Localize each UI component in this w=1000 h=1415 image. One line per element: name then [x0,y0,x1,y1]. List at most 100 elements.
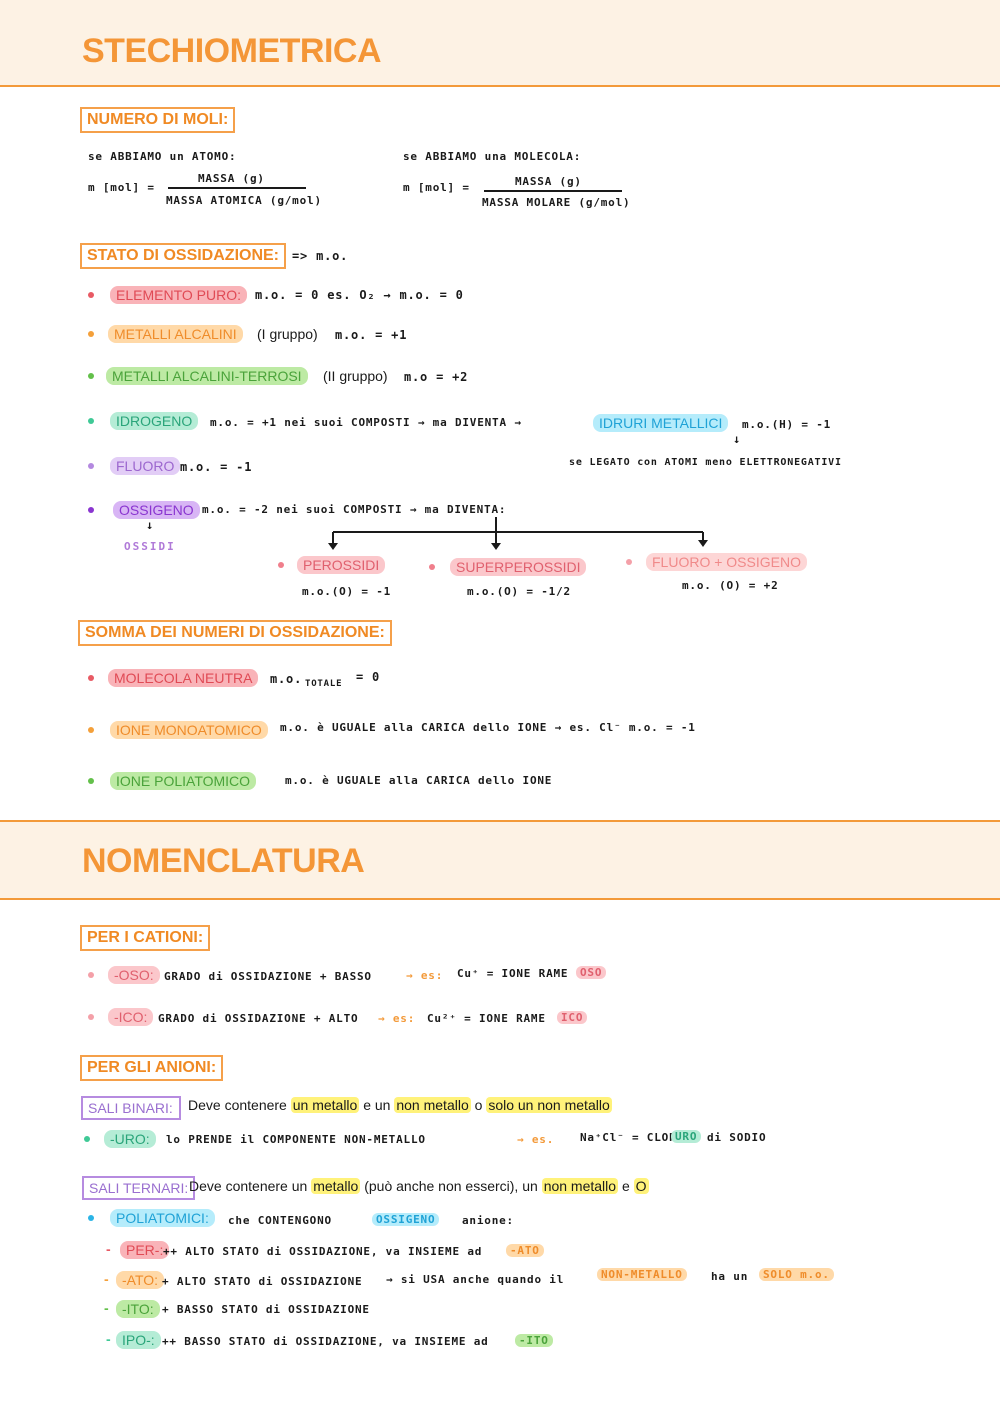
section-title-stechiometrica: STECHIOMETRICA [82,32,382,70]
label-ato: -ATO: [116,1271,165,1289]
molecola-numerator: MASSA (g) [515,175,582,188]
label-ico: -ICO: [108,1008,154,1026]
box-sali-binari: SALI BINARI: [81,1096,181,1120]
label-ossidi: OSSIDI [124,540,176,553]
bullet-dot [88,972,94,978]
label-ipo: IPO-: [116,1331,161,1349]
bullet-dot [88,675,94,681]
bullet-dot [88,778,94,784]
text-idruri-metallici: m.o.(H) = -1 [742,418,832,431]
more2-ato: ha un [711,1270,749,1283]
label-ito: -ITO: [116,1300,160,1318]
text-ico: GRADO di OSSIDAZIONE + ALTO [158,1012,359,1025]
section-header-band [0,820,1000,900]
label-perossidi: PEROSSIDI [297,556,386,574]
bullet-dot [84,1136,90,1142]
abbr-mo: => m.o. [292,249,349,263]
es-uro: → es. [517,1133,555,1146]
molecola-label: se ABBIAMO una MOLECOLA: [403,150,582,163]
bullet-dot [88,331,94,337]
label-metalli-alcalini: METALLI ALCALINI [108,325,243,343]
text-idrogeno: m.o. = +1 nei suoi COMPOSTI → ma DIVENTA… [210,416,522,429]
tag-non-metallo: NON-METALLO [597,1268,687,1281]
text-ipo: ++ BASSO STATO di OSSIDAZIONE, va INSIEM… [162,1335,489,1348]
label-poliatomici: POLIATOMICI: [110,1209,215,1227]
tail-molecola-neutra: = 0 [356,670,381,684]
bullet-dot [88,1215,94,1221]
atomo-fraction-bar [168,187,306,189]
tag-ipo: -ITO [515,1334,553,1347]
value-perossidi: m.o.(O) = -1 [302,585,392,598]
text-sali-binari: Deve contenere un metallo e un non metal… [188,1097,612,1113]
bullet-dot [626,559,632,565]
more-ato: → si USA anche quando il [386,1273,565,1286]
suffix-ico: ICO [557,1011,588,1024]
tag-solo-mo: SOLO m.o. [759,1268,834,1281]
label-uro: -URO: [104,1130,156,1148]
heading-somma: SOMMA DEI NUMERI DI OSSIDAZIONE: [78,620,392,646]
bullet-dot [88,418,94,424]
text-elemento-puro: m.o. = 0 es. O₂ → m.o. = 0 [255,288,464,302]
formula-uro: Na⁺Cl⁻ = CLOR [580,1131,677,1144]
value-fluoro-ossigeno: m.o. (O) = +2 [682,579,779,592]
value-superperossidi: m.o.(O) = -1/2 [467,585,571,598]
label-elemento-puro: ELEMENTO PURO: [110,286,247,304]
tail-uro: di SODIO [707,1131,767,1144]
sub-totale: TOTALE [305,679,343,689]
dash-marker: - [106,1331,111,1347]
label-idruri-metallici: IDRURI METALLICI [593,414,729,432]
arrow-down-icon: ↓ [146,518,155,532]
label-metalli-alcalini-terrosi: METALLI ALCALINI-TERROSI [106,367,308,385]
text-metalli-alcalini: m.o. = +1 [335,328,408,342]
es-ico: → es: [378,1012,416,1025]
es-oso: → es: [406,969,444,982]
bullet-dot [278,562,284,568]
extra-metalli-alcalini-terrosi: (II gruppo) [323,368,388,384]
molecola-denominator: MASSA MOLARE (g/mol) [482,196,631,209]
label-ione-poliatomico: IONE POLIATOMICO [110,772,257,790]
formula-oso: Cu⁺ = IONE RAME [457,967,569,980]
formula-ico: Cu²⁺ = IONE RAME [427,1012,546,1025]
label-ione-monoatomico: IONE MONOATOMICO [110,721,268,739]
atomo-lhs: m [mol] = [88,181,155,194]
atomo-numerator: MASSA (g) [198,172,265,185]
label-per: PER-: [120,1241,170,1259]
text-ossigeno: m.o. = -2 nei suoi COMPOSTI → ma DIVENTA… [202,503,507,516]
bullet-dot [88,507,94,513]
dash-marker: - [104,1300,109,1316]
tail-poliatomici: anione: [462,1214,514,1227]
bullet-dot [88,292,94,298]
dash-marker: - [104,1271,109,1287]
arrow-down-icon: ↓ [733,432,742,446]
extra-metalli-alcalini: (I gruppo) [257,326,318,342]
label-fluoro: FLUORO [110,457,181,475]
label-superperossidi: SUPERPEROSSIDI [450,558,587,576]
bullet-dot [88,373,94,379]
hl-ossigeno: OSSIGENO [372,1213,440,1226]
section-title-nomenclatura: NOMENCLATURA [82,842,365,880]
suffix-oso: OSO [576,966,607,979]
atomo-denominator: MASSA ATOMICA (g/mol) [166,194,322,207]
atomo-label: se ABBIAMO un ATOMO: [88,150,237,163]
heading-numero-di-moli: NUMERO DI MOLI: [80,107,236,133]
text-molecola-neutra: m.o. [270,672,303,686]
label-molecola-neutra: MOLECOLA NEUTRA [108,669,259,687]
text-metalli-alcalini-terrosi: m.o = +2 [404,370,469,384]
bullet-dot [88,727,94,733]
text-ione-poliatomico: m.o. è UGUALE alla CARICA dello IONE [285,774,553,787]
bullet-dot [88,1014,94,1020]
text-ione-monoatomico: m.o. è UGUALE alla CARICA dello IONE → e… [280,721,696,734]
heading-stato-ossidazione: STATO DI OSSIDAZIONE: [80,243,287,269]
heading-cationi: PER I CATIONI: [80,925,211,951]
box-sali-ternari: SALI TERNARI: [82,1176,196,1200]
note-idruri: se LEGATO con ATOMI meno ELETTRONEGATIVI [569,457,842,468]
dash-marker: - [106,1241,111,1257]
molecola-lhs: m [mol] = [403,181,470,194]
text-sali-ternari: Deve contenere un metallo (può anche non… [189,1178,649,1194]
bullet-dot [88,463,94,469]
bullet-dot [429,564,435,570]
text-poliatomici: che CONTENGONO [228,1214,332,1227]
text-uro: lo PRENDE il COMPONENTE NON-METALLO [166,1133,426,1146]
label-ossigeno: OSSIGENO [113,501,200,519]
